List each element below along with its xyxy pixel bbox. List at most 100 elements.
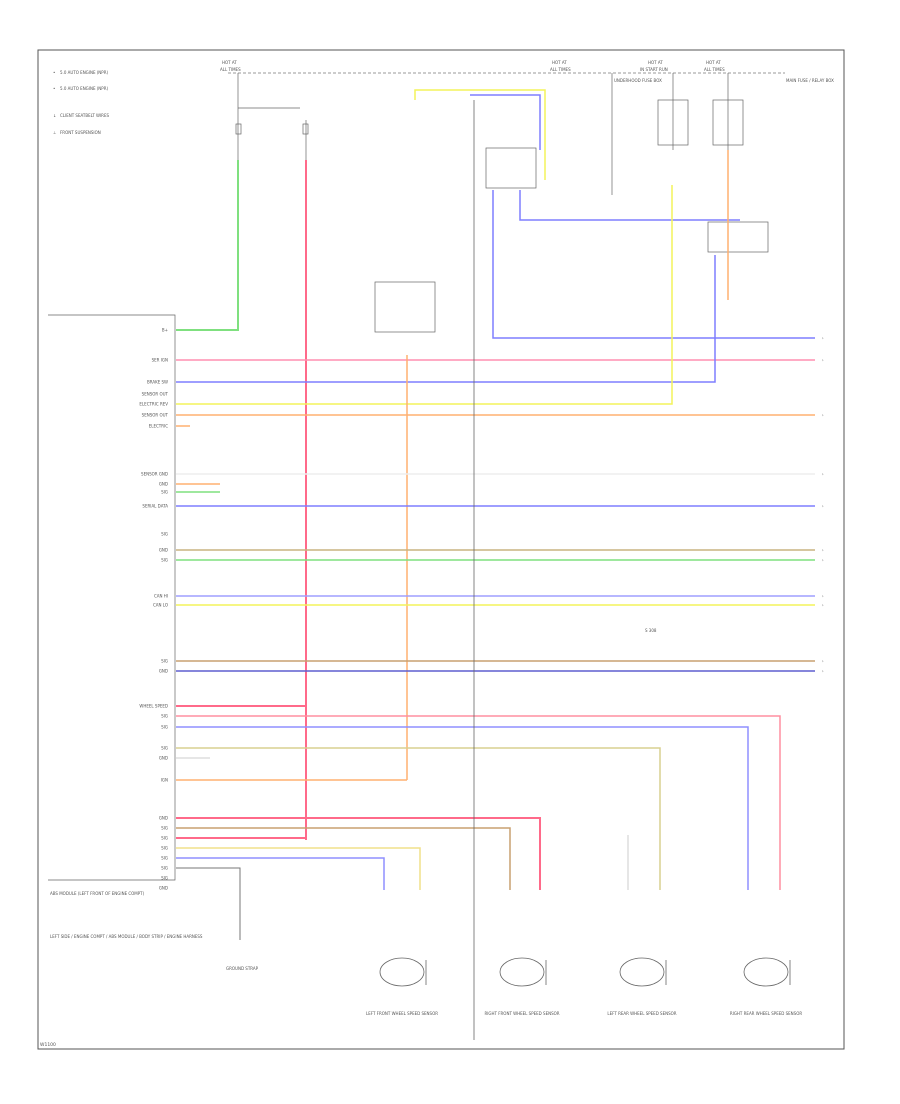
sensor-group: LEFT FRONT WHEEL SPEED SENSOR RIGHT FRONT… — [366, 957, 802, 1016]
module-pin-label: BRAKE SW — [147, 380, 168, 385]
hot-at-label-1: HOT AT — [222, 60, 237, 65]
module-pin-label: SENSOR GND — [141, 472, 168, 477]
hot-at-sub-1: ALL TIMES — [220, 67, 241, 72]
module-pin-label: CAN HI — [154, 594, 168, 599]
wire-rf-brown — [176, 827, 511, 890]
terminal-marker: › — [822, 548, 824, 553]
legend: • 5.0 AUTO ENGINE (NPR) • 5.0 AUTO ENGIN… — [53, 70, 109, 135]
terminal-marker: › — [822, 603, 824, 608]
power-labels: HOT AT ALL TIMES HOT AT ALL TIMES HOT AT… — [220, 60, 834, 83]
module-pin-label: SIG — [161, 490, 168, 495]
wire-yellow-1 — [176, 185, 673, 405]
wheel-speed-sensor: LEFT FRONT WHEEL SPEED SENSOR — [366, 957, 438, 1016]
module-pin-label: CAN LO — [153, 603, 168, 608]
hot-at-label-4: HOT AT — [706, 60, 721, 65]
wire-blue-3 — [519, 190, 740, 221]
hot-at-sub-4: ALL TIMES — [704, 67, 725, 72]
wire-green-power — [176, 160, 239, 331]
right-terminals: › › › › › › › › › › › — [822, 336, 824, 674]
legend-item-1: 5.0 AUTO ENGINE (NPR) — [60, 70, 108, 75]
terminal-marker: › — [822, 336, 824, 341]
wire-blue-top — [470, 94, 541, 150]
wheel-speed-sensor: RIGHT REAR WHEEL SPEED SENSOR — [730, 957, 802, 1016]
module-pin-label: ELECTRIC REV — [139, 402, 168, 407]
terminal-marker: › — [822, 472, 824, 477]
module-pin-label: SER IGN — [152, 358, 168, 363]
right-note: MAIN FUSE / RELAY BOX — [786, 78, 834, 83]
sensor-label: RIGHT REAR WHEEL SPEED SENSOR — [730, 1011, 802, 1016]
svg-text:•: • — [53, 86, 55, 91]
wire-yellow-top — [414, 89, 546, 180]
hot-at-sub-2: ALL TIMES — [550, 67, 571, 72]
legend-item-4: FRONT SUSPENSION — [60, 130, 101, 135]
module-pin-labels: B+ SER IGN BRAKE SW SENSOR OUT ELECTRIC REV S… — [139, 328, 168, 891]
module-note: ABS MODULE (LEFT FRONT OF ENGINE COMPT) — [50, 891, 145, 896]
ground-label: GROUND STRAP — [226, 966, 259, 971]
terminal-marker: › — [822, 594, 824, 599]
terminal-marker: › — [822, 358, 824, 363]
abs-module-box — [48, 314, 176, 881]
svg-text:•: • — [53, 70, 55, 75]
module-pin-label: SIG — [161, 725, 168, 730]
terminal-marker: › — [822, 558, 824, 563]
wire-rf-red — [176, 817, 541, 890]
wire-ground — [176, 867, 241, 940]
hot-at-label-3: HOT AT — [648, 60, 663, 65]
terminal-marker: › — [822, 504, 824, 509]
wheel-speed-sensor: RIGHT FRONT WHEEL SPEED SENSOR — [484, 957, 560, 1016]
notes-block: LEFT SIDE / ENGINE COMPT / ABS MODULE / … — [50, 934, 203, 939]
sensor-label: LEFT FRONT WHEEL SPEED SENSOR — [366, 1011, 438, 1016]
wire-rr-red — [176, 715, 781, 890]
module-pin-label: WHEEL SPEED — [139, 704, 168, 709]
wire-lf-yellow — [176, 847, 421, 890]
svg-text:↓: ↓ — [53, 113, 56, 118]
module-pin-label: SENSOR OUT — [142, 413, 169, 418]
module-pin-label: B+ — [162, 328, 168, 333]
module-pin-label: SIG — [161, 866, 168, 871]
hot-at-label-2: HOT AT — [552, 60, 567, 65]
module-pin-label: GND — [159, 756, 168, 761]
legend-item-3: CLIENT SEATBELT WIRES — [60, 113, 109, 118]
hot-at-sub-3: IN START RUN — [640, 67, 668, 72]
svg-text:⊥: ⊥ — [53, 130, 57, 135]
module-pin-label: SIG — [161, 836, 168, 841]
terminal-marker: › — [822, 669, 824, 674]
module-pin-label: GND — [159, 886, 168, 891]
wire-rr-blue — [176, 726, 749, 890]
sensor-label: LEFT REAR WHEEL SPEED SENSOR — [607, 1011, 676, 1016]
module-pin-label: GND — [159, 548, 168, 553]
module-pin-label: SIG — [161, 714, 168, 719]
module-pin-label: SIG — [161, 846, 168, 851]
module-pin-label: SERIAL DATA — [142, 504, 168, 509]
legend-item-2: 5.0 AUTO ENGINE (NPR) — [60, 86, 108, 91]
module-pin-label: SIG — [161, 659, 168, 664]
terminal-marker: › — [822, 659, 824, 664]
wire-blue-1 — [176, 255, 716, 383]
module-pin-label: SIG — [161, 876, 168, 881]
module-pin-label: GND — [159, 482, 168, 487]
module-pin-label: GND — [159, 816, 168, 821]
diagram-border — [37, 49, 845, 1050]
sensor-label: RIGHT FRONT WHEEL SPEED SENSOR — [484, 1011, 559, 1016]
module-pin-label: SIG — [161, 746, 168, 751]
module-pin-label: ELECTRIC — [149, 424, 168, 429]
module-pin-label: SIG — [161, 532, 168, 537]
module-pin-label: SIG — [161, 558, 168, 563]
footer-code: W1100 — [40, 1042, 56, 1048]
fuse-block-note: UNDERHOOD FUSE BOX — [614, 78, 662, 83]
module-pin-label: GND — [159, 669, 168, 674]
splice-label: S 308 — [645, 628, 657, 633]
wires — [176, 89, 815, 1040]
module-pin-label: SIG — [161, 856, 168, 861]
module-pin-label: SENSOR OUT — [142, 392, 169, 397]
wire-lr-tan — [176, 747, 661, 890]
module-pin-label: IGN — [161, 778, 168, 783]
wire-blue-2 — [492, 190, 815, 339]
wire-lf-blue — [176, 857, 385, 890]
module-pin-label: SIG — [161, 826, 168, 831]
terminal-marker: › — [822, 413, 824, 418]
fuse-drops — [235, 73, 769, 333]
wheel-speed-sensor: LEFT REAR WHEEL SPEED SENSOR — [607, 957, 677, 1016]
